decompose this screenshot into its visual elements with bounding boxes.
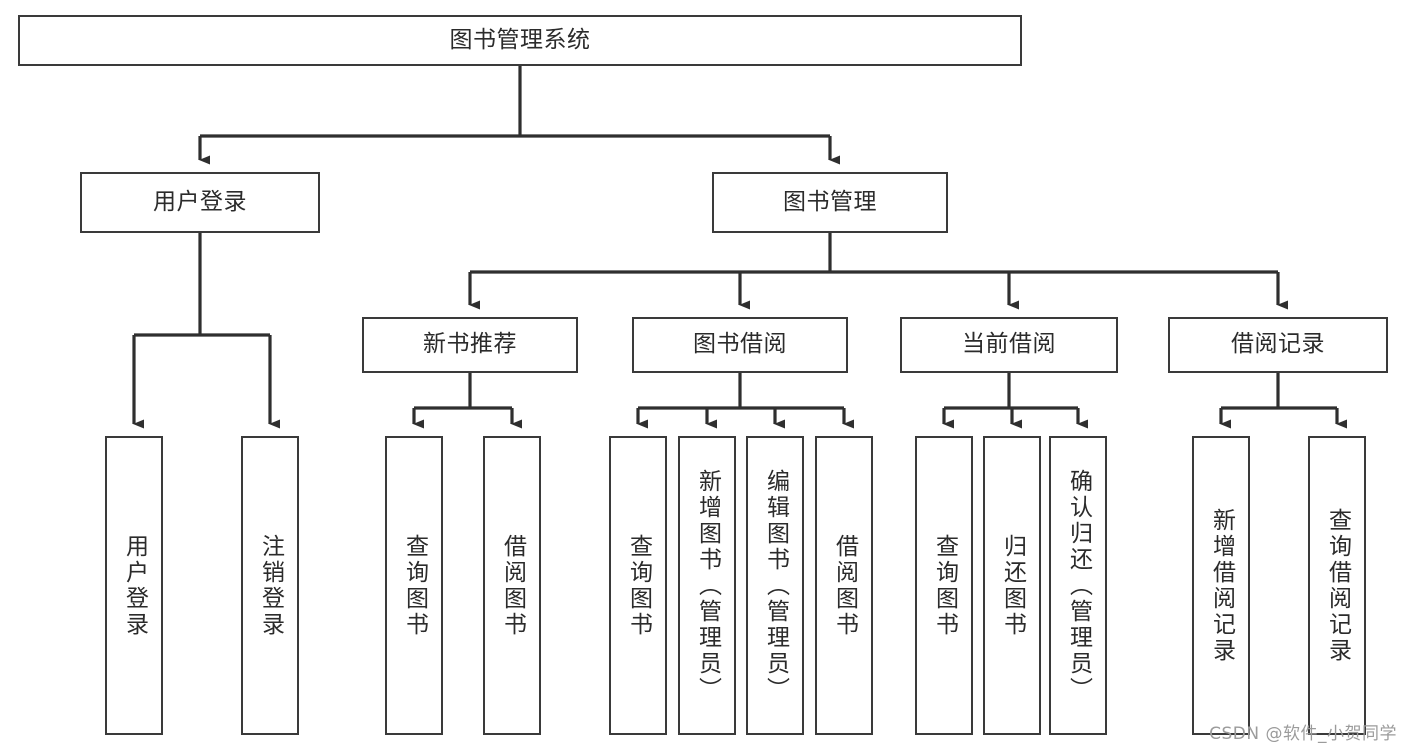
node-book_borrow[interactable]: 图书借阅	[632, 317, 848, 373]
node-leaf_borrow_book_rec[interactable]: 借阅图书	[483, 436, 541, 735]
node-label: 图书管理系统	[449, 26, 591, 53]
node-label: 确认归还（管理员）	[1065, 468, 1092, 703]
node-leaf_query_record[interactable]: 查询借阅记录	[1308, 436, 1366, 735]
node-leaf_borrow_book_b[interactable]: 借阅图书	[815, 436, 873, 735]
node-label: 新增图书（管理员）	[694, 468, 721, 703]
node-leaf_query_book_c[interactable]: 查询图书	[915, 436, 973, 735]
node-leaf_add_record[interactable]: 新增借阅记录	[1192, 436, 1250, 735]
node-leaf_confirm_return[interactable]: 确认归还（管理员）	[1049, 436, 1107, 735]
csdn-watermark: CSDN @软件_小贺同学	[1209, 724, 1397, 744]
node-label: 归还图书	[999, 533, 1026, 638]
node-label: 借阅图书	[499, 533, 526, 638]
node-leaf_logout[interactable]: 注销登录	[241, 436, 299, 735]
node-user_login[interactable]: 用户登录	[80, 172, 320, 233]
node-label: 借阅记录	[1231, 331, 1325, 358]
node-current_borrow[interactable]: 当前借阅	[900, 317, 1118, 373]
node-label: 借阅图书	[831, 533, 858, 638]
node-label: 查询图书	[931, 533, 958, 638]
node-label: 当前借阅	[962, 331, 1056, 358]
node-label: 编辑图书（管理员）	[762, 468, 789, 703]
node-leaf_edit_book[interactable]: 编辑图书（管理员）	[746, 436, 804, 735]
node-label: 查询借阅记录	[1324, 507, 1351, 664]
node-leaf_query_book_rec[interactable]: 查询图书	[385, 436, 443, 735]
node-book_manage[interactable]: 图书管理	[712, 172, 948, 233]
node-new_book_rec[interactable]: 新书推荐	[362, 317, 578, 373]
node-label: 图书借阅	[693, 331, 787, 358]
node-leaf_add_book[interactable]: 新增图书（管理员）	[678, 436, 736, 735]
node-leaf_return_book[interactable]: 归还图书	[983, 436, 1041, 735]
node-label: 查询图书	[625, 533, 652, 638]
node-label: 用户登录	[121, 533, 148, 638]
node-root[interactable]: 图书管理系统	[18, 15, 1022, 66]
node-leaf_query_book_b[interactable]: 查询图书	[609, 436, 667, 735]
node-leaf_user_login[interactable]: 用户登录	[105, 436, 163, 735]
node-label: 图书管理	[783, 188, 877, 215]
node-label: 注销登录	[257, 533, 284, 638]
node-label: 新增借阅记录	[1208, 507, 1235, 664]
node-borrow_record[interactable]: 借阅记录	[1168, 317, 1388, 373]
node-label: 新书推荐	[423, 331, 517, 358]
node-label: 查询图书	[401, 533, 428, 638]
node-label: 用户登录	[153, 188, 247, 215]
